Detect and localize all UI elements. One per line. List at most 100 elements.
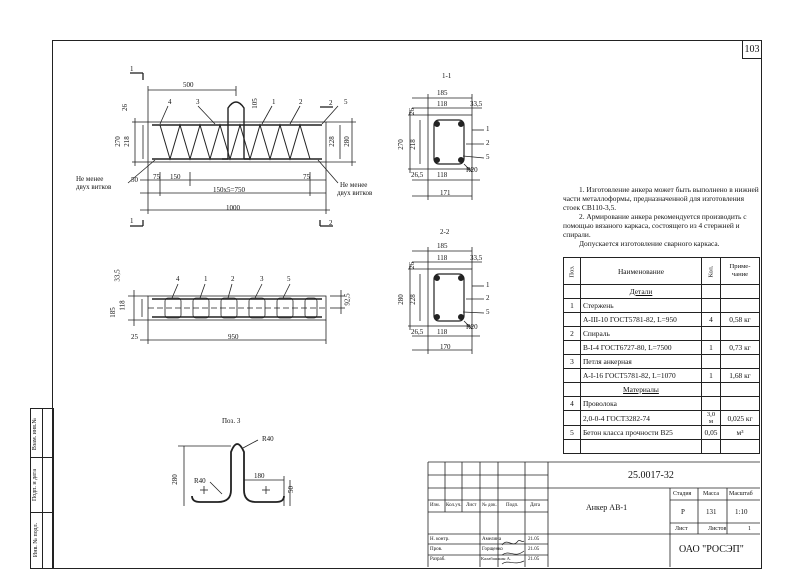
sec22-callout-2: 2 — [486, 294, 490, 302]
spec-header-qty: Кол. — [701, 257, 721, 285]
role-norm-control: Н. контр. — [430, 537, 450, 542]
pos3-r40-left: R40 — [194, 477, 206, 485]
plan-dim-950: 950 — [228, 333, 239, 341]
signature-marks — [501, 540, 525, 565]
note-turns-left-2: двух витков — [76, 183, 112, 191]
anchor-plan-view — [128, 283, 345, 344]
dim-1000: 1000 — [226, 204, 240, 212]
spec-section-parts: Детали — [579, 284, 703, 299]
callout-4: 4 — [168, 98, 172, 106]
role-developed: Разраб. — [430, 557, 446, 562]
plan-callout-2: 2 — [231, 275, 235, 283]
sec11-dim-171: 171 — [440, 189, 451, 197]
callout-2: 2 — [299, 98, 303, 106]
date-checked: 21.05 — [528, 547, 540, 552]
dim-105: 105 — [250, 98, 259, 109]
dim-75-right: 75 — [303, 173, 310, 181]
plan-callout-5: 5 — [287, 275, 291, 283]
dim-75-left: 75 — [153, 173, 160, 181]
role-checked: Пров. — [430, 547, 443, 552]
page-number-box: 103 — [742, 40, 762, 59]
plan-dim-25: 25 — [131, 333, 138, 341]
sec11-dim-118-bottom: 118 — [437, 171, 448, 179]
general-notes: 1. Изготовление анкера может быть выполн… — [563, 185, 759, 248]
doc-code: 25.0017-32 — [628, 470, 674, 481]
spec-row — [563, 439, 760, 454]
cut-mark-2-top: 2 — [329, 99, 333, 107]
note-turns-right-2: двух витков — [337, 189, 373, 197]
pos3-loop-detail — [178, 439, 291, 506]
note-3: Допускается изготовление сварного каркас… — [579, 239, 720, 248]
drawing-title: Анкер АВ-1 — [586, 503, 628, 512]
note-turns-right-1: Не менее — [340, 181, 368, 189]
mass-value: 131 — [706, 508, 717, 516]
note-turns-left-1: Не менее — [76, 175, 104, 183]
spec-row: Детали — [563, 284, 760, 299]
dim-50: 50 — [131, 176, 138, 184]
section-1-1-title: 1-1 — [442, 72, 452, 80]
sec11-dim-118-top: 118 — [437, 100, 448, 108]
plan-callout-4: 4 — [176, 275, 180, 283]
stage-value: Р — [681, 508, 685, 516]
spec-header-pos: Поз. — [563, 257, 581, 285]
rev-header-sign: Подп. — [506, 503, 519, 508]
title-block-lines — [427, 461, 760, 567]
sec22-dim-185: 185 — [437, 242, 448, 250]
specification-table: Поз. Наименование Кол. Приме-чание Детал… — [563, 257, 760, 454]
pos3-title: Поз. 3 — [222, 417, 241, 425]
dim-270: 270 — [113, 136, 122, 147]
organization: ОАО "РОСЭП" — [679, 544, 744, 555]
callout-3: 3 — [196, 98, 200, 106]
sec22-dim-26: 26 — [408, 262, 416, 269]
dim-26: 26 — [121, 104, 129, 111]
note-1: 1. Изготовление анкера может быть выполн… — [563, 185, 759, 212]
spec-header-name: Наименование — [579, 257, 703, 285]
sheet-frame — [52, 40, 762, 569]
callout-5: 5 — [344, 98, 348, 106]
pos3-r40-top: R40 — [262, 435, 274, 443]
spec-section-materials: Материалы — [579, 382, 703, 397]
pos3-dim-280: 280 — [170, 474, 179, 485]
section-2-2-title: 2-2 — [440, 228, 450, 236]
dim-228: 228 — [327, 136, 336, 147]
dim-150: 150 — [170, 173, 181, 181]
plan-dim-185: 185 — [108, 307, 117, 318]
sheet-label: Лист — [675, 526, 688, 532]
sec22-dim-170: 170 — [440, 343, 451, 351]
sec11-dim-33-5: 33,5 — [470, 100, 483, 108]
spec-header-row: Поз. Наименование Кол. Приме-чание — [563, 257, 760, 285]
spec-row: Материалы — [563, 382, 760, 397]
sec22-dim-33-5: 33,5 — [470, 254, 483, 262]
spec-header-note: Приме-чание — [720, 257, 760, 285]
sec22-callout-5: 5 — [486, 308, 490, 316]
plan-callout-3: 3 — [260, 275, 264, 283]
plan-dim-33-5: 33,5 — [113, 269, 122, 282]
sec22-dim-118-top: 118 — [437, 254, 448, 262]
rev-header-kol: Кол.уч. — [446, 503, 462, 508]
note-2: 2. Армирование анкера рекомендуется прои… — [563, 212, 747, 239]
plan-callout-1: 1 — [204, 275, 208, 283]
rev-header-doc: № док. — [482, 503, 497, 508]
name-norm-control: Амелина — [482, 537, 502, 542]
cut-mark-1-bottom: 1 — [130, 217, 134, 225]
plan-dim-118: 118 — [118, 300, 127, 311]
dim-280: 280 — [342, 136, 351, 147]
pos3-dim-50: 50 — [287, 486, 295, 493]
sec22-r20: R20 — [466, 323, 478, 331]
side-stamp: Взам. инв.№ Подп. и дата Инв. № подл. — [30, 408, 54, 569]
scale-value: 1:10 — [735, 508, 748, 516]
cut-mark-2-bottom: 2 — [329, 219, 333, 227]
cut-mark-1-top: 1 — [130, 65, 134, 73]
dim-500: 500 — [183, 81, 194, 89]
sec22-dim-26-5: 26,5 — [411, 328, 424, 336]
date-developed: 21.05 — [528, 557, 540, 562]
